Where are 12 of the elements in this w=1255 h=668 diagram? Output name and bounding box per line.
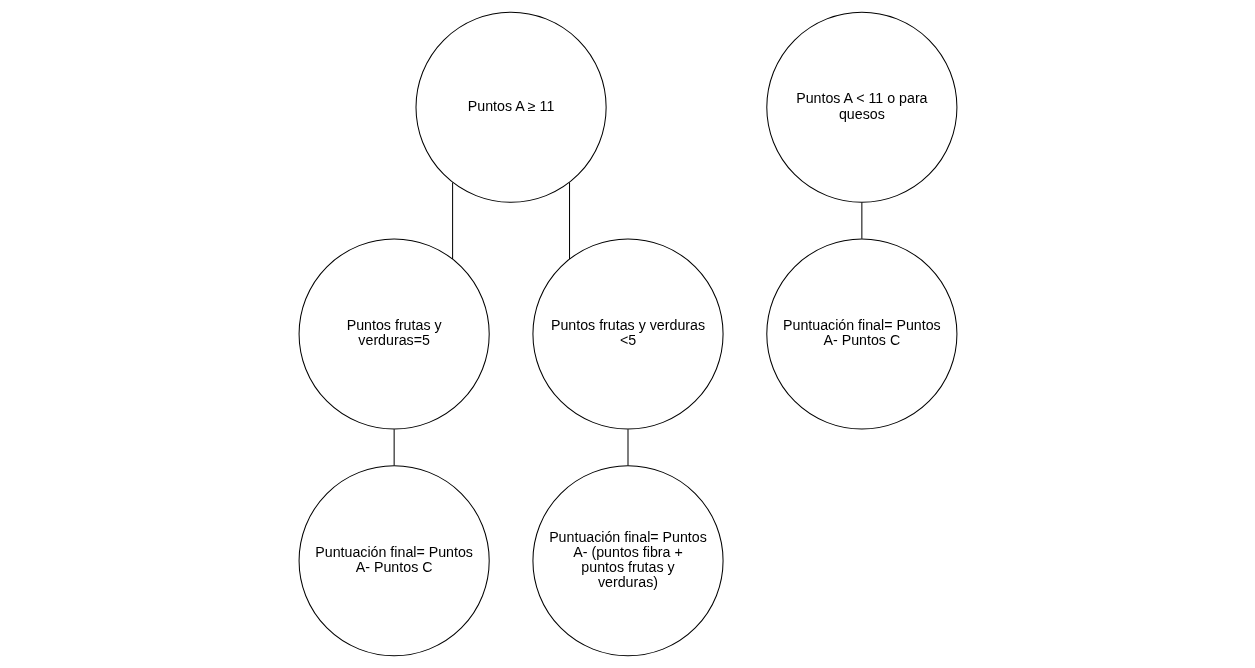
node-circle: Puntuación final= Puntos A- Puntos C [298, 465, 490, 657]
connector [451, 181, 453, 260]
node-circle: Puntos frutas y verduras=5 [298, 238, 490, 430]
connector [393, 428, 395, 466]
node-circle: Puntos A ≥ 11 [415, 11, 607, 203]
connector [627, 428, 628, 466]
connector [568, 181, 570, 260]
node-circle: Puntos frutas y verduras <5 [531, 238, 724, 430]
node-circle: Puntos A < 11 o para quesos [765, 11, 957, 203]
node-circle: Puntuación final= Puntos A- (puntos fibra + puntos frutas y verduras) [531, 465, 724, 657]
connector [860, 201, 862, 240]
node-circle: Puntuación final= Puntos A- Puntos C [765, 238, 957, 430]
